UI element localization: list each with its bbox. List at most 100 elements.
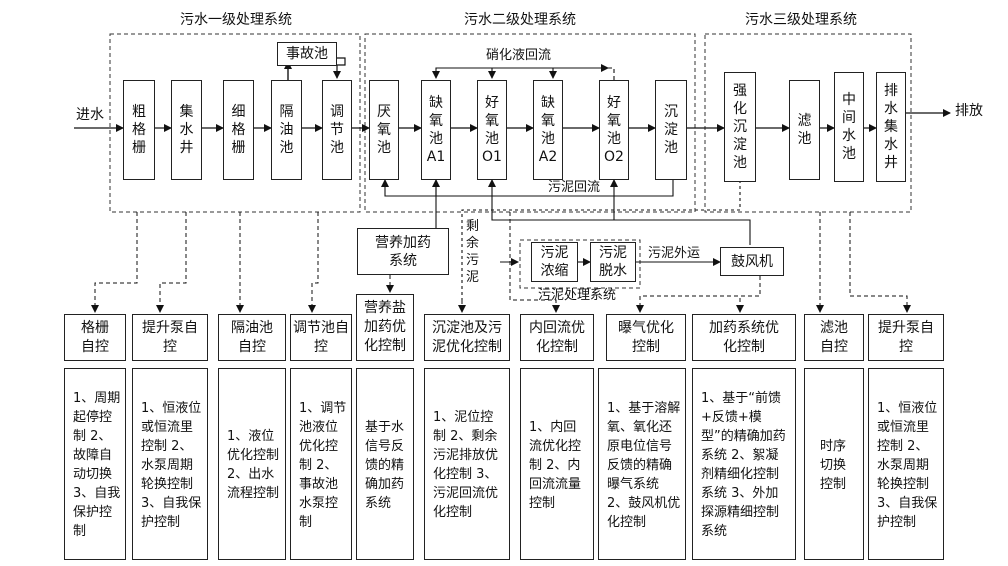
control-title-label: 格栅自控 bbox=[81, 319, 109, 355]
oil-separator-label: 隔油池 bbox=[279, 104, 294, 156]
sludge-system-label: 污泥处理系统 bbox=[538, 288, 617, 303]
control-detail-nutrient: 基于水信号反馈的精确加药系统 bbox=[356, 368, 414, 560]
sludge-return-label: 污泥回流 bbox=[548, 180, 601, 195]
control-links bbox=[91, 212, 911, 313]
control-detail-text: 时序切换控制 bbox=[820, 438, 847, 492]
excess-sludge-label: 剩余污泥 bbox=[466, 219, 480, 285]
control-title-internal-return: 内回流优化控制 bbox=[520, 314, 594, 361]
discharge-well-box: 排水集水井 bbox=[876, 72, 906, 182]
intermediate-tank-box: 中间水池 bbox=[834, 72, 864, 182]
control-title-label: 加药系统优化控制 bbox=[709, 319, 779, 355]
sludge-transport-label: 污泥外运 bbox=[648, 246, 701, 261]
intermediate-tank-label: 中间水池 bbox=[842, 92, 856, 162]
nutrient-dosing-box: 营养加药系统 bbox=[357, 228, 449, 275]
main-flow bbox=[74, 57, 951, 132]
regulating-tank-box: 调节池 bbox=[322, 80, 352, 180]
control-title-label: 提升泵自控 bbox=[142, 319, 198, 355]
aerobic-o2-box: 好氧池O2 bbox=[599, 80, 629, 180]
control-detail-regulating: 1、调节池液位优化控制 2、事故池水泵控制 bbox=[290, 368, 352, 560]
control-title-regulating: 调节池自控 bbox=[290, 314, 352, 361]
control-detail-sedimentation: 1、泥位控制 2、剩余污泥排放优化控制 3、污泥回流优化控制 bbox=[424, 368, 510, 560]
outlet-label: 排放 bbox=[955, 103, 983, 119]
anaerobic-tank-box: 厌氧池 bbox=[369, 80, 399, 180]
control-detail-text: 1、基于“前馈+反馈+模型”的精确加药系统 2、絮凝剂精细化控制系统 3、外加探… bbox=[701, 391, 786, 539]
emergency-tank-box: 事故池 bbox=[277, 42, 337, 66]
control-title-lift-pump: 提升泵自控 bbox=[132, 314, 208, 361]
control-detail-text: 1、内回流优化控制 2、内回流流量控制 bbox=[529, 419, 582, 511]
control-detail-text: 1、恒液位或恒流里控制 2、水泵周期轮换控制 3、自我保护控制 bbox=[141, 400, 202, 530]
control-detail-filter: 时序切换控制 bbox=[804, 368, 864, 560]
aerobic-o1-box: 好氧池O1 bbox=[477, 80, 507, 180]
aerobic-o2-label: 好氧池O2 bbox=[604, 95, 624, 165]
primary-system-label: 污水一级处理系统 bbox=[180, 12, 292, 28]
control-detail-text: 1、泥位控制 2、剩余污泥排放优化控制 3、污泥回流优化控制 bbox=[433, 410, 499, 520]
fine-grille-label: 细格栅 bbox=[231, 104, 246, 156]
control-detail-text: 基于水信号反馈的精确加药系统 bbox=[365, 419, 405, 511]
collection-well-box: 集水井 bbox=[171, 80, 202, 180]
sludge-thickening-label: 污泥浓缩 bbox=[540, 245, 569, 279]
control-detail-oil-separator: 1、液位优化控制 2、出水流程控制 bbox=[218, 368, 286, 560]
control-detail-text: 1、恒液位或恒流里控制 2、水泵周期轮换控制 3、自我保护控制 bbox=[877, 400, 938, 530]
control-title-label: 内回流优化控制 bbox=[529, 319, 585, 355]
filter-tank-box: 滤池 bbox=[789, 80, 820, 180]
control-title-label: 提升泵自控 bbox=[878, 319, 934, 355]
discharge-well-label: 排水集水井 bbox=[884, 83, 898, 171]
control-title-label: 曝气优化控制 bbox=[618, 319, 674, 355]
control-title-aeration: 曝气优化控制 bbox=[606, 314, 686, 361]
anoxic-a2-box: 缺氧池A2 bbox=[533, 80, 563, 180]
control-title-grille: 格栅自控 bbox=[64, 314, 126, 361]
sludge-dewatering-label: 污泥脱水 bbox=[599, 245, 627, 279]
aerobic-o1-label: 好氧池O1 bbox=[482, 95, 502, 165]
control-detail-internal-return: 1、内回流优化控制 2、内回流流量控制 bbox=[520, 368, 594, 560]
filter-tank-label: 滤池 bbox=[797, 113, 812, 147]
fine-grille-box: 细格栅 bbox=[223, 80, 254, 180]
control-detail-lift-pump: 1、恒液位或恒流里控制 2、水泵周期轮换控制 3、自我保护控制 bbox=[132, 368, 208, 560]
control-detail-dosing: 1、基于“前馈+反馈+模型”的精确加药系统 2、絮凝剂精细化控制系统 3、外加探… bbox=[692, 368, 796, 560]
anoxic-a2-label: 缺氧池A2 bbox=[538, 95, 558, 165]
secondary-system-label: 污水二级处理系统 bbox=[464, 12, 576, 28]
control-detail-grille: 1、周期起停控制 2、故障自动切换 3、自我保护控制 bbox=[64, 368, 126, 560]
control-detail-text: 1、基于溶解氧、氧化还原电位信号反馈的精确曝气系统 2、鼓风机优化控制 bbox=[607, 400, 681, 530]
sludge-thickening-box: 污泥浓缩 bbox=[531, 242, 578, 282]
return-flows bbox=[381, 64, 751, 300]
control-title-label: 隔油池自控 bbox=[231, 319, 273, 355]
nutrient-dosing-label: 营养加药系统 bbox=[375, 234, 431, 269]
oil-separator-box: 隔油池 bbox=[271, 80, 302, 180]
control-detail-aeration: 1、基于溶解氧、氧化还原电位信号反馈的精确曝气系统 2、鼓风机优化控制 bbox=[598, 368, 686, 560]
sludge-dewatering-box: 污泥脱水 bbox=[590, 242, 636, 282]
control-title-label: 调节池自控 bbox=[293, 319, 349, 355]
control-title-filter: 滤池自控 bbox=[804, 314, 864, 361]
control-detail-discharge-pump: 1、恒液位或恒流里控制 2、水泵周期轮换控制 3、自我保护控制 bbox=[868, 368, 944, 560]
sedimentation-tank-box: 沉淀池 bbox=[655, 80, 687, 180]
anoxic-a1-label: 缺氧池A1 bbox=[426, 95, 446, 165]
control-title-nutrient: 营养盐加药优化控制 bbox=[356, 294, 414, 361]
control-title-oil-separator: 隔油池自控 bbox=[218, 314, 286, 361]
tertiary-system-label: 污水三级处理系统 bbox=[745, 12, 857, 28]
control-title-sedimentation: 沉淀池及污泥优化控制 bbox=[424, 314, 510, 361]
control-title-dosing: 加药系统优化控制 bbox=[692, 314, 796, 361]
emergency-tank-label: 事故池 bbox=[286, 46, 328, 62]
control-detail-text: 1、周期起停控制 2、故障自动切换 3、自我保护控制 bbox=[73, 391, 121, 539]
system-boundaries bbox=[109, 33, 912, 289]
nitrification-return-label: 硝化液回流 bbox=[486, 48, 552, 63]
sedimentation-tank-label: 沉淀池 bbox=[664, 104, 678, 156]
anaerobic-tank-label: 厌氧池 bbox=[377, 104, 391, 156]
control-title-label: 营养盐加药优化控制 bbox=[364, 300, 406, 354]
regulating-tank-label: 调节池 bbox=[330, 104, 344, 156]
coarse-grille-label: 粗格栅 bbox=[132, 104, 146, 156]
control-title-label: 沉淀池及污泥优化控制 bbox=[432, 319, 502, 355]
control-detail-text: 1、液位优化控制 2、出水流程控制 bbox=[227, 429, 280, 501]
collection-well-label: 集水井 bbox=[179, 104, 194, 156]
coarse-grille-box: 粗格栅 bbox=[123, 80, 155, 180]
control-title-label: 滤池自控 bbox=[820, 319, 848, 355]
blower-box: 鼓风机 bbox=[720, 247, 784, 276]
blower-label: 鼓风机 bbox=[731, 253, 773, 270]
enhanced-sedimentation-box: 强化沉淀池 bbox=[724, 72, 756, 182]
control-detail-text: 1、调节池液位优化控制 2、事故池水泵控制 bbox=[299, 400, 347, 530]
inlet-label: 进水 bbox=[76, 107, 104, 123]
enhanced-sedimentation-label: 强化沉淀池 bbox=[733, 83, 747, 171]
anoxic-a1-box: 缺氧池A1 bbox=[421, 80, 451, 180]
control-title-discharge-pump: 提升泵自控 bbox=[868, 314, 944, 361]
